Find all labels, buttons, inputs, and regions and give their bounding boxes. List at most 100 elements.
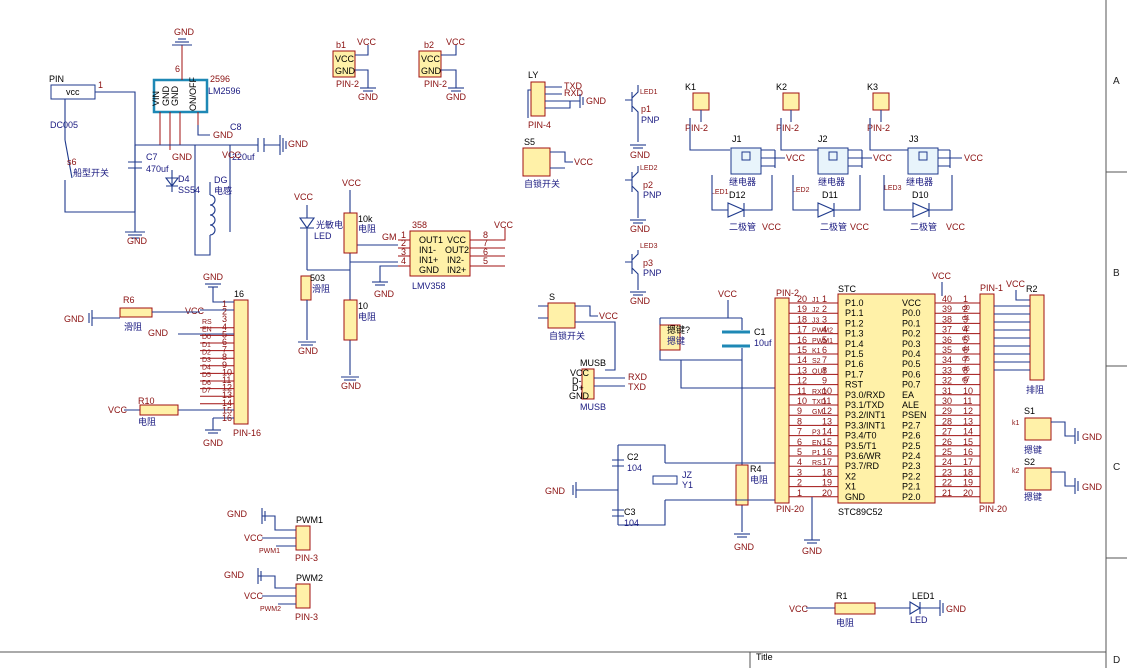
musb-gnd: GND xyxy=(569,391,590,401)
s2-name: 摁键 xyxy=(1024,491,1042,502)
mcu-right-num: 28 xyxy=(942,416,952,426)
ly-gnd: GND xyxy=(586,96,607,106)
pin20r-num: 14 xyxy=(963,427,973,437)
mcu-left-pin: X2 xyxy=(845,471,856,481)
mcu-right-pin: ALE xyxy=(902,400,919,410)
reset-btn-name: 摁键 xyxy=(667,335,685,346)
resistor-r4 xyxy=(735,464,749,506)
musb-txd: TXD xyxy=(628,382,647,392)
mcu-left-pin: P3.3/INT1 xyxy=(845,420,886,430)
b2-gnd-net: GND xyxy=(446,92,467,102)
mcu-left-pin: P3.7/RD xyxy=(845,461,880,471)
s2-gnd: GND xyxy=(1082,482,1103,492)
pin20l-num: 12 xyxy=(797,376,807,386)
lcd-net-label: EN xyxy=(202,327,212,334)
s1-gnd: GND xyxy=(1082,432,1103,442)
relay2-vcc: VCC xyxy=(873,153,893,163)
mcu-right-pin: P0.7 xyxy=(902,380,921,390)
pwm1-ref: PWM1 xyxy=(296,515,323,525)
mcu-left-pin: P1.7 xyxy=(845,369,864,379)
dc-label: DC005 xyxy=(50,120,78,130)
led-r1-section: VCC R1 电阻 LED1 LED GND xyxy=(789,591,967,628)
r10-name: 电阻 xyxy=(138,416,156,427)
crystal-name: Y1 xyxy=(682,480,693,490)
s5-name: 自锁开关 xyxy=(524,178,560,189)
r10-name: 电阻 xyxy=(358,311,376,322)
mcu-right-pin: P2.2 xyxy=(902,471,921,481)
pin20l-bottom: PIN-20 xyxy=(776,504,804,514)
ldr-led: LED xyxy=(314,231,332,241)
mcu-right-pin: P0.6 xyxy=(902,369,921,379)
lcd-vcc: VCC xyxy=(185,306,205,316)
header-b2: b2 VCC GND PIN-2 VCC GND xyxy=(418,37,467,102)
mcu-vcc: VCC xyxy=(932,271,952,281)
pin20r-num: 4 xyxy=(963,325,968,335)
pin20r-num: 2 xyxy=(963,304,968,314)
mcu-right-pin: P0.0 xyxy=(902,308,921,318)
mcu-left-num: 7 xyxy=(822,355,827,365)
pin20l-title: PIN-2 xyxy=(776,288,799,298)
transistor-p1: LED1 p1 PNP GND xyxy=(625,85,660,160)
op-n7: 7 xyxy=(483,238,488,248)
mcu-right-pin: P2.5 xyxy=(902,441,921,451)
mcu-left-pin: P3.0/RXD xyxy=(845,390,886,400)
c2-val: 104 xyxy=(627,463,642,473)
mcu-left-pin: P1.0 xyxy=(845,298,864,308)
relay1-diode-ref: D12 xyxy=(729,190,746,200)
r4-name: 电阻 xyxy=(750,474,768,485)
relay3-vcc2: VCC xyxy=(946,222,966,232)
relay3-pin: PIN-2 xyxy=(867,123,890,133)
opamp-gnd-net: GND xyxy=(374,289,395,299)
mcu-left-pin: P1.6 xyxy=(845,359,864,369)
s5-vcc: VCC xyxy=(574,157,594,167)
r1-name: 电阻 xyxy=(836,617,854,628)
pin20r-net: d2 xyxy=(962,325,970,332)
p1-gnd: GND xyxy=(630,150,651,160)
relay1-name: 继电器 xyxy=(729,176,756,187)
vcc-c8: VCC xyxy=(222,150,242,160)
pin20r-num: 19 xyxy=(963,478,973,488)
p1-led-net: LED1 xyxy=(640,89,658,96)
lcd-net-label: D1 xyxy=(202,342,211,349)
r6-name: 滑阻 xyxy=(124,322,142,332)
pin20r-net: d1 xyxy=(962,315,970,322)
pwm2-vcc: VCC xyxy=(244,591,264,601)
pin20r-net: d6 xyxy=(962,366,970,373)
pin-label: PIN xyxy=(49,74,64,84)
pin20l-net: RXD xyxy=(812,389,827,396)
sensor-vcc2: VCC xyxy=(342,178,362,188)
pin20l-net: PWM2 xyxy=(812,328,833,335)
lcd-pin-num: 2 xyxy=(222,307,227,317)
pin20l-num: 15 xyxy=(797,345,807,355)
reg-pin-vin: VIN xyxy=(151,91,161,106)
pin20l-net: EN xyxy=(812,440,822,447)
relay2-k: K2 xyxy=(776,82,787,92)
pin20r-num: 16 xyxy=(963,447,973,457)
mcu-right-pin: P2.0 xyxy=(902,492,921,502)
mcu-left-num: 13 xyxy=(822,416,832,426)
op-n1: 1 xyxy=(401,230,406,240)
pin20r-num: 10 xyxy=(963,386,973,396)
mcu-left-num: 3 xyxy=(822,314,827,324)
relay2-vcc2: VCC xyxy=(850,222,870,232)
mcu-left-pin: P1.5 xyxy=(845,349,864,359)
mcu-right-num: 24 xyxy=(942,457,952,467)
musb-dminus: D- xyxy=(572,376,582,386)
b1-gnd: GND xyxy=(335,66,356,76)
pin20r-num: 1 xyxy=(963,294,968,304)
pwm2-net: PWM2 xyxy=(260,606,281,613)
led1-gnd: GND xyxy=(946,604,967,614)
lcd-name: PIN-16 xyxy=(233,428,261,438)
b1-ref: b1 xyxy=(336,40,346,50)
pin20r-num: 13 xyxy=(963,416,973,426)
mcu-right-num: 29 xyxy=(942,406,952,416)
pin20r-num: 3 xyxy=(963,314,968,324)
r4-ref: R4 xyxy=(750,464,762,474)
pin20r-net: d4 xyxy=(962,346,970,353)
r4-gnd: GND xyxy=(734,542,755,552)
mcu-left-pin: P3.1/TXD xyxy=(845,400,885,410)
pin20l-num: 7 xyxy=(797,427,802,437)
opamp-vcc-net: VCC xyxy=(494,220,514,230)
zone-c: C xyxy=(1113,462,1120,473)
